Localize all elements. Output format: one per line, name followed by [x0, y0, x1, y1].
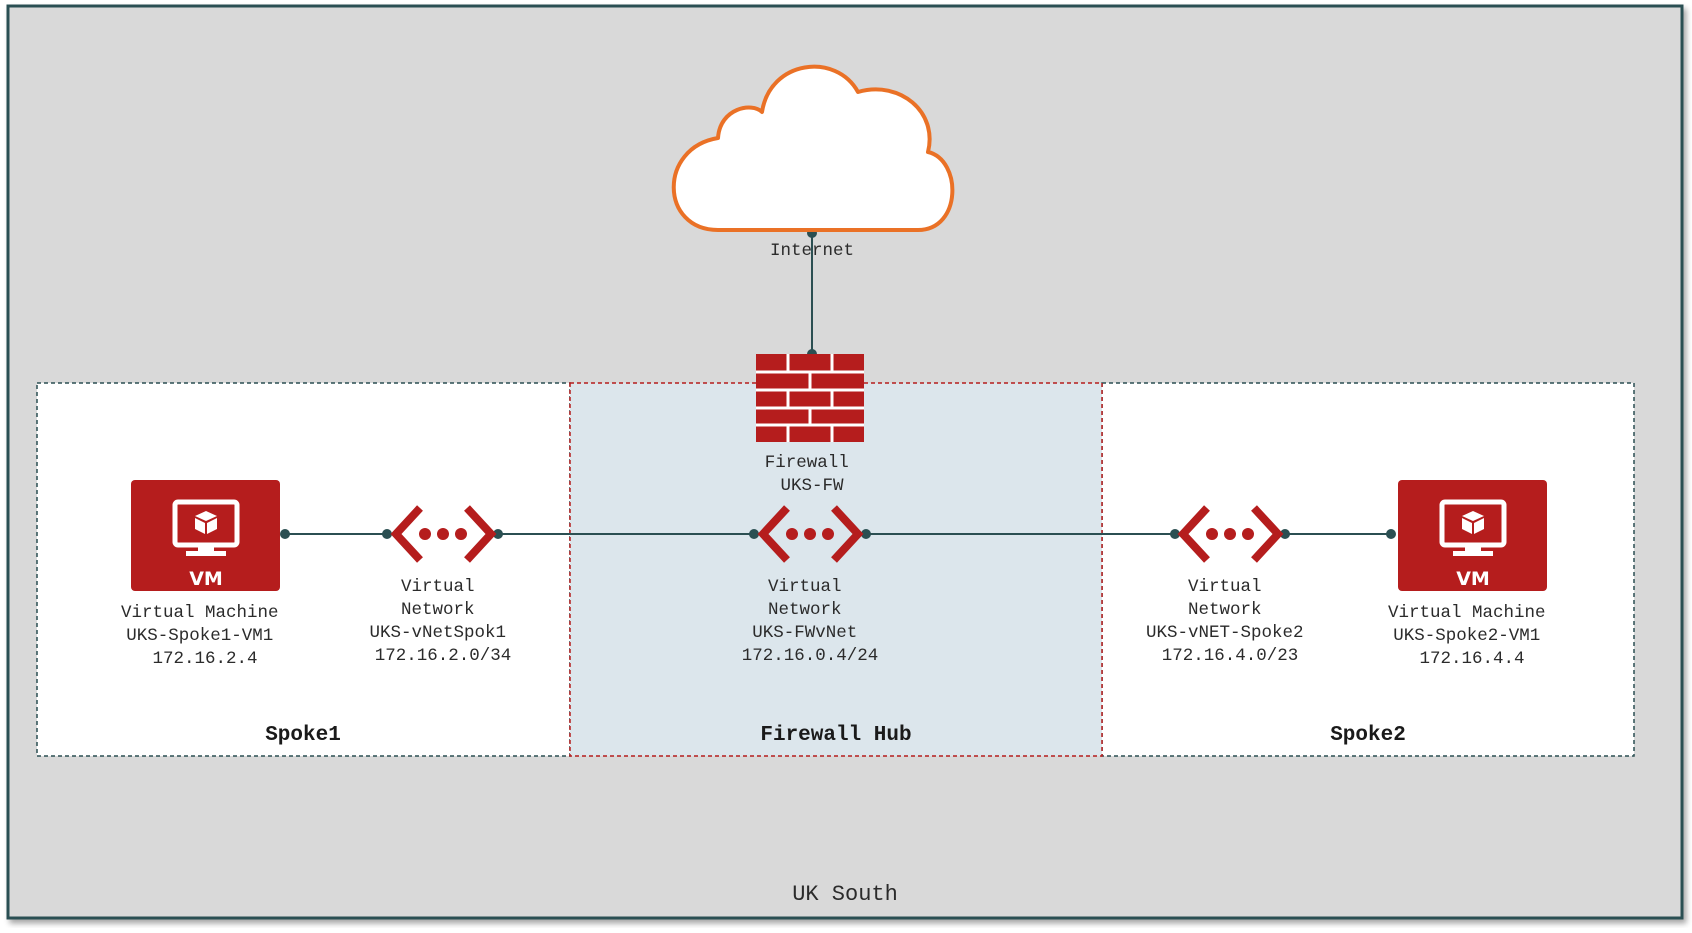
firewall-label-line: Firewall — [765, 453, 849, 473]
zone-title-spoke1: Spoke1 — [265, 724, 341, 747]
cloud-icon — [671, 64, 955, 232]
vnet-spoke1-label-line: Network — [401, 600, 475, 620]
vm-spoke2-label-line: UKS-Spoke2-VM1 — [1393, 626, 1540, 646]
firewall-label: Firewall UKS-FW — [765, 453, 860, 496]
vnet-spoke2-label-line: Network — [1188, 600, 1262, 620]
zone-firewall-hub — [569, 382, 1103, 757]
vnet-spoke1-label-line: 172.16.2.0/34 — [375, 646, 512, 666]
vm-spoke1-label-line: UKS-Spoke1-VM1 — [126, 626, 273, 646]
vnet-spoke2-label-line: 172.16.4.0/23 — [1162, 646, 1299, 666]
vnet-hub-label-line: Network — [768, 600, 842, 620]
region-label: UK South — [792, 882, 898, 907]
virtual-network-icon[interactable] — [1177, 505, 1284, 563]
brick-wall-icon — [756, 354, 864, 442]
zone-spoke2 — [1101, 382, 1635, 757]
vm-spoke2-label: Virtual Machine UKS-Spoke2-VM1 172.16.4.… — [1388, 603, 1556, 669]
vnet-hub-label-line: Virtual — [768, 577, 842, 597]
vnet-hub-label: Virtual Network UKS-FWvNet 172.16.0.4/24 — [742, 577, 879, 666]
vnet-spoke1-label: Virtual Network UKS-vNetSpok1 172.16.2.0… — [369, 577, 516, 666]
vnet-spoke2-label-line: Virtual — [1188, 577, 1262, 597]
connectors — [285, 233, 1391, 535]
virtual-network-icon[interactable] — [757, 505, 864, 563]
vnet-spoke1-label-line: Virtual — [401, 577, 475, 597]
zone-title-spoke2: Spoke2 — [1330, 724, 1406, 747]
vm-spoke1-label-line: 172.16.2.4 — [152, 649, 257, 669]
vnet-spoke1-label-line: UKS-vNetSpok1 — [369, 623, 506, 643]
firewall-label-line: UKS-FW — [780, 476, 844, 496]
monitor-cube-icon — [1398, 480, 1547, 591]
vnet-hub-label-line: UKS-FWvNet — [752, 623, 857, 643]
internet-label: Internet — [770, 241, 854, 261]
virtual-network-icon[interactable] — [390, 505, 497, 563]
vnet-spoke2-label-line: UKS-vNET-Spoke2 — [1146, 623, 1304, 643]
vm-spoke1-label-line: Virtual Machine — [121, 603, 279, 623]
vm-badge: VM — [189, 568, 223, 590]
vm-spoke1-node[interactable]: VM — [131, 480, 280, 591]
vm-spoke2-label-line: 172.16.4.4 — [1419, 649, 1524, 669]
vnet-spoke2-label: Virtual Network UKS-vNET-Spoke2 172.16.4… — [1146, 577, 1314, 666]
vm-badge: VM — [1456, 568, 1490, 590]
vm-spoke1-label: Virtual Machine UKS-Spoke1-VM1 172.16.2.… — [121, 603, 289, 669]
vnet-hub-label-line: 172.16.0.4/24 — [742, 646, 879, 666]
vm-spoke2-node[interactable]: VM — [1398, 480, 1547, 591]
zone-title-hub: Firewall Hub — [760, 724, 911, 747]
zone-spoke1 — [36, 382, 571, 757]
monitor-cube-icon — [131, 480, 280, 591]
vm-spoke2-label-line: Virtual Machine — [1388, 603, 1546, 623]
